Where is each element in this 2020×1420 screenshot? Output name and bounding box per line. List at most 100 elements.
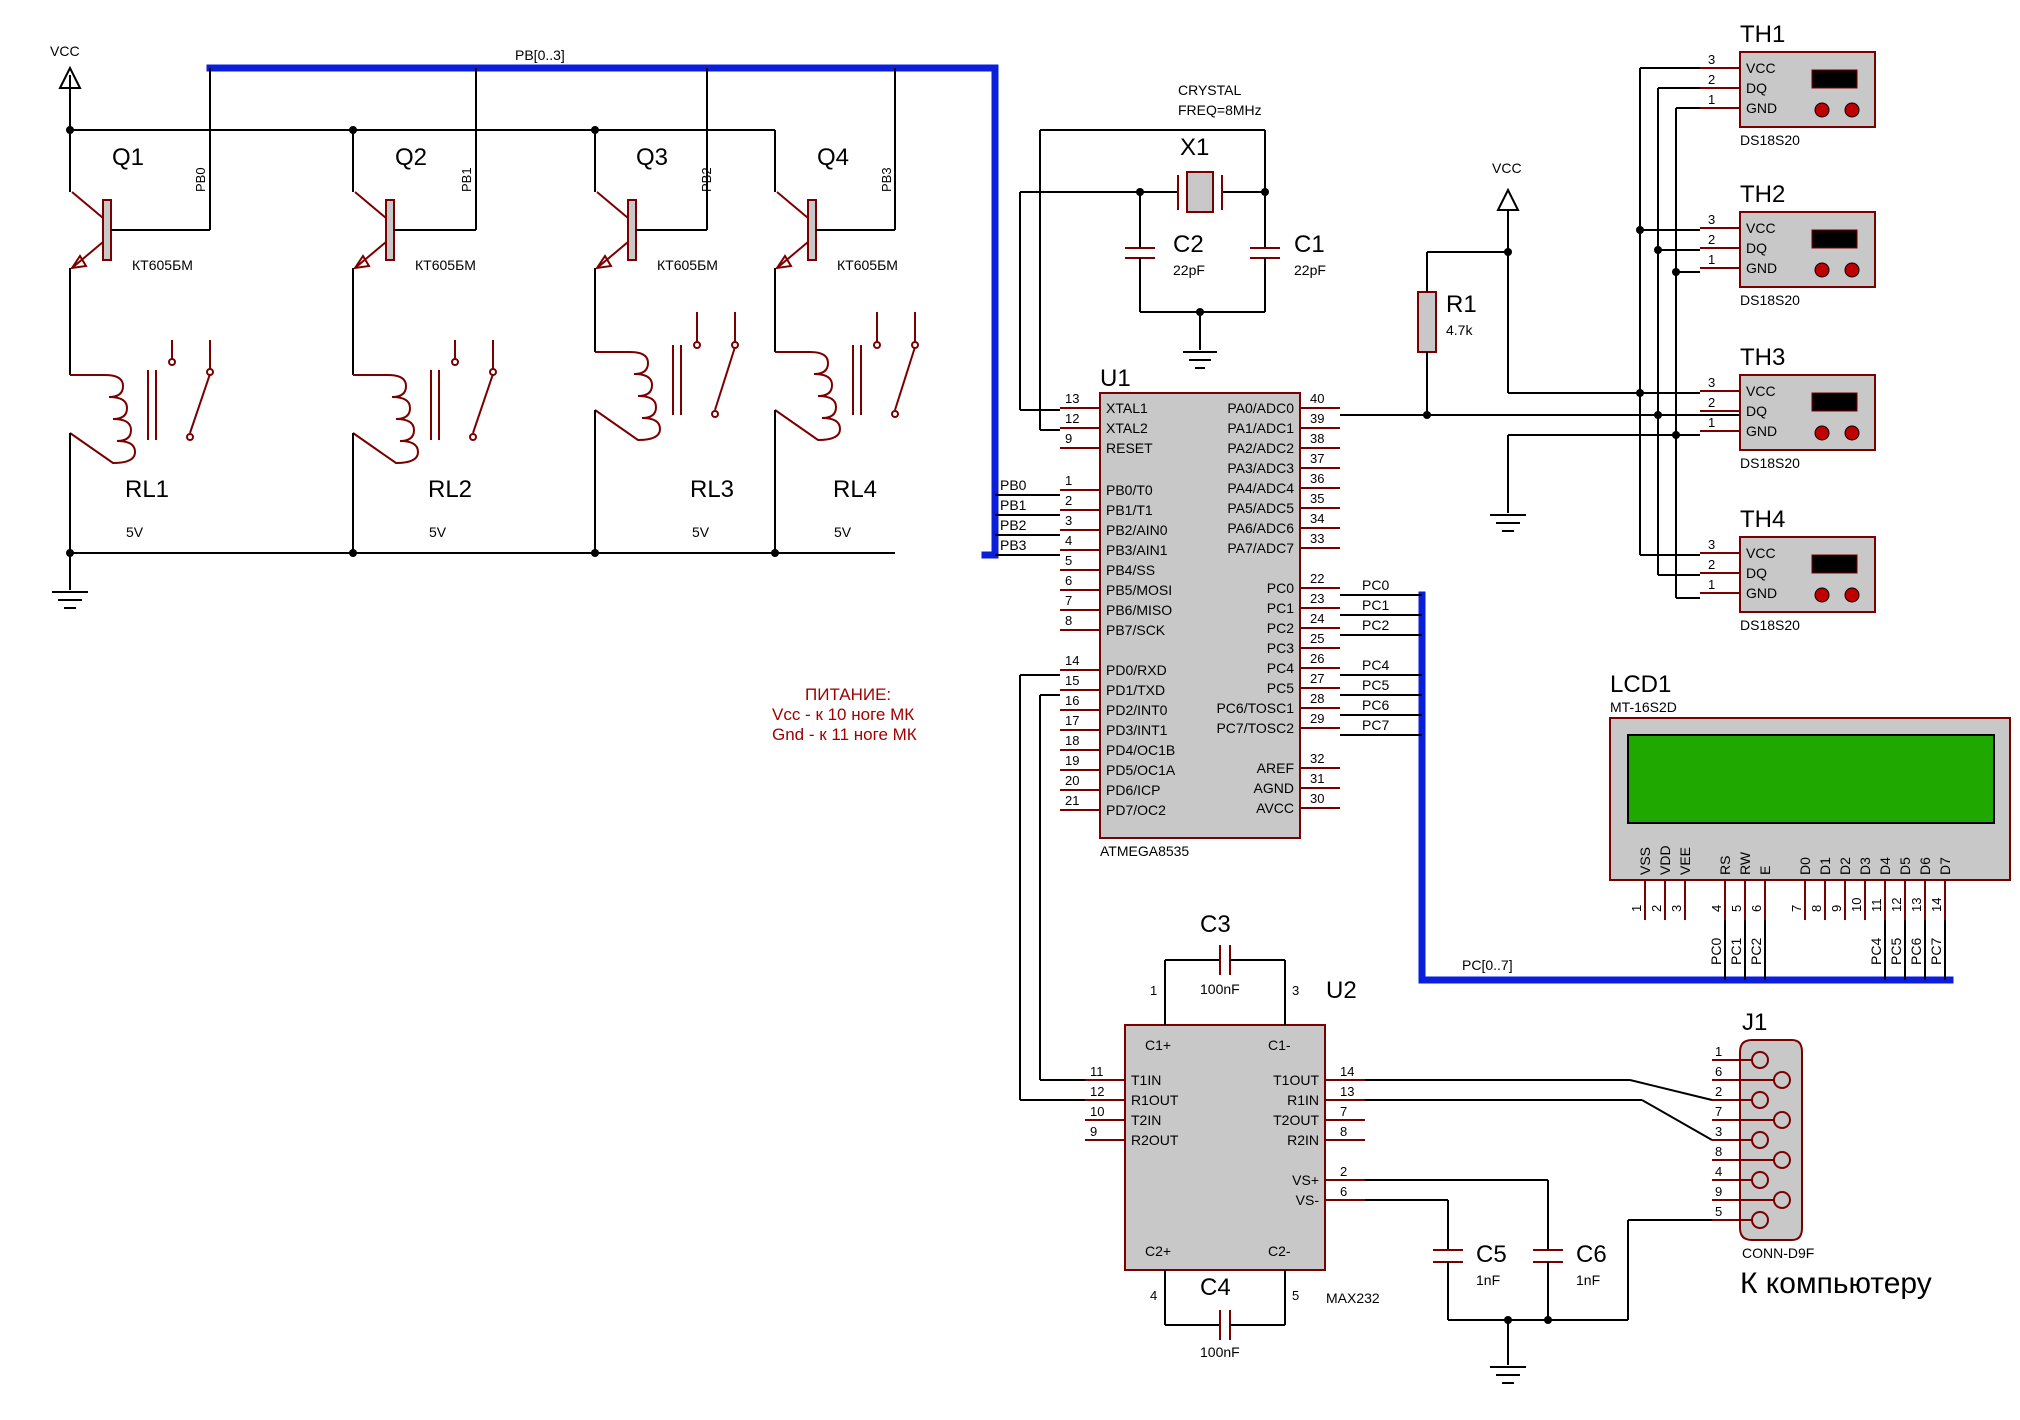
- mcu-pin-name: PB1/T1: [1106, 502, 1153, 518]
- sensor-pin-name: VCC: [1746, 383, 1776, 399]
- sensor-pin-name: GND: [1746, 100, 1777, 116]
- sensor-pin-name: GND: [1746, 423, 1777, 439]
- sensor-reading: 37.5: [1820, 394, 1847, 410]
- mcu-pin-number: 39: [1310, 411, 1324, 426]
- crystal-type: CRYSTAL: [1178, 82, 1241, 98]
- lcd-pin-number: 14: [1929, 898, 1944, 912]
- rl3-value: 5V: [692, 524, 710, 540]
- lcd-pin-number: 13: [1909, 898, 1924, 912]
- rl1-ref: RL1: [125, 476, 169, 503]
- sensor-ref: TH4: [1740, 506, 1785, 533]
- sensor-reading: 51.0: [1820, 71, 1847, 87]
- sensor-pin-name: GND: [1746, 260, 1777, 276]
- lcd-pin-name: D6: [1917, 857, 1933, 875]
- c5-ref: C5: [1476, 1241, 1507, 1268]
- c1-ref: C1: [1294, 231, 1325, 258]
- sensor-bus-wires: [1490, 67, 1700, 599]
- lcd-pin-number: 10: [1849, 898, 1864, 912]
- max232-pin-name: R1IN: [1287, 1092, 1319, 1108]
- mcu-pin-name: PA5/ADC5: [1227, 500, 1294, 516]
- j1-caption: К компьютеру: [1740, 1267, 1932, 1300]
- pb-bus: [206, 64, 999, 559]
- q3-ref: Q3: [636, 144, 668, 171]
- max232-pin-number: 13: [1340, 1084, 1354, 1099]
- rl1-value: 5V: [126, 524, 144, 540]
- mcu-part: ATMEGA8535: [1100, 843, 1189, 859]
- d9-connector: [1739, 1039, 1803, 1241]
- mcu-pin-name: AGND: [1254, 780, 1294, 796]
- sensor-display: [1811, 69, 1858, 89]
- rl2-ref: RL2: [428, 476, 472, 503]
- mcu-pin-name: PB0/T0: [1106, 482, 1153, 498]
- mcu-pin-name: PC0: [1267, 580, 1294, 596]
- decrement-button-icon: [1814, 425, 1830, 441]
- mcu-pin-name: PB3/AIN1: [1106, 542, 1168, 558]
- mcu-pin-number: 12: [1065, 411, 1079, 426]
- mcu-pin-number: 2: [1065, 493, 1072, 508]
- sensor-pin-name: VCC: [1746, 545, 1776, 561]
- q1-type: КТ605БМ: [132, 257, 193, 273]
- lcd-pin-name: VSS: [1637, 847, 1653, 875]
- lcd-pin-number: 11: [1869, 899, 1884, 913]
- sensor-pin-number: 3: [1708, 375, 1715, 390]
- max232-pin-name: T1OUT: [1273, 1072, 1319, 1088]
- q2-type: КТ605БМ: [415, 257, 476, 273]
- mcu-pin-name: PD7/OC2: [1106, 802, 1166, 818]
- lcd-pin-name: D7: [1937, 857, 1953, 875]
- mcu-pin-number: 23: [1310, 591, 1324, 606]
- net-pc6: PC6: [1362, 697, 1389, 713]
- sensor-ref: TH1: [1740, 21, 1785, 48]
- sensor-pin-name: DQ: [1746, 565, 1767, 581]
- lcd-pin-number: 9: [1829, 905, 1844, 912]
- sensor-pin-number: 3: [1708, 537, 1715, 552]
- note-line1: Vcc - к 10 ноге МК: [772, 705, 914, 724]
- mcu-pin-number: 1: [1065, 473, 1072, 488]
- mcu-pin-number: 6: [1065, 573, 1072, 588]
- mcu-pin-name: PC1: [1267, 600, 1294, 616]
- rl4-ref: RL4: [833, 476, 877, 503]
- mcu-pin-number: 4: [1065, 533, 1072, 548]
- mcu-pin-number: 3: [1065, 513, 1072, 528]
- net-pb2: PB2: [1000, 517, 1027, 533]
- mcu-pin-name: PD3/INT1: [1106, 722, 1168, 738]
- lcd-pin-net: PC4: [1868, 938, 1884, 965]
- mcu-pin-number: 14: [1065, 653, 1079, 668]
- d9-pin-number: 8: [1715, 1144, 1722, 1159]
- sensor-group: 51.0TH1DS18S203VCC2DQ1GND52.5TH2DS18S203…: [1700, 21, 1876, 633]
- increment-button-icon: [1844, 262, 1860, 278]
- mcu-pin-name: PA6/ADC6: [1227, 520, 1294, 536]
- mcu-pin-name: PB2/AIN0: [1106, 522, 1168, 538]
- q4-ref: Q4: [817, 144, 849, 171]
- sensor-pin-number: 2: [1708, 232, 1715, 247]
- mcu-pin-name: PD6/ICP: [1106, 782, 1160, 798]
- q4-type: КТ605БМ: [837, 257, 898, 273]
- mcu-pin-number: 38: [1310, 431, 1324, 446]
- lcd-pin-number: 7: [1789, 905, 1804, 912]
- d9-pin-socket: [1751, 1211, 1769, 1229]
- q3-type: КТ605БМ: [657, 257, 718, 273]
- power-vcc-top-left: VCC: [50, 43, 82, 130]
- max232-c1p: C1+: [1145, 1037, 1171, 1053]
- sensor-pin-name: DQ: [1746, 80, 1767, 96]
- crystal-freq: FREQ=8MHz: [1178, 102, 1262, 118]
- lcd-pin-number: 6: [1749, 905, 1764, 912]
- sensor-reading: 51.0: [1820, 556, 1847, 572]
- lcd-pin-net: PC2: [1748, 938, 1764, 965]
- sensor-pin-name: GND: [1746, 585, 1777, 601]
- rs232-wires: [1365, 1079, 1713, 1141]
- net-pc5: PC5: [1362, 677, 1389, 693]
- pb-bus-entries: PB0 PB1 PB2 PB3: [995, 477, 1060, 556]
- pb-bus-label: PB[0..3]: [515, 47, 565, 63]
- mcu-pin-name: PA1/ADC1: [1227, 420, 1294, 436]
- cap-c3: [1164, 945, 1286, 1025]
- d9-pin-number: 7: [1715, 1104, 1722, 1119]
- c4-pin-5: 5: [1292, 1288, 1299, 1303]
- lcd-ref: LCD1: [1610, 671, 1671, 698]
- sensor-pin-number: 2: [1708, 395, 1715, 410]
- lcd-pin-number: 3: [1669, 905, 1684, 912]
- max232-pin-name: R1OUT: [1131, 1092, 1179, 1108]
- transistor-q1: [102, 199, 112, 261]
